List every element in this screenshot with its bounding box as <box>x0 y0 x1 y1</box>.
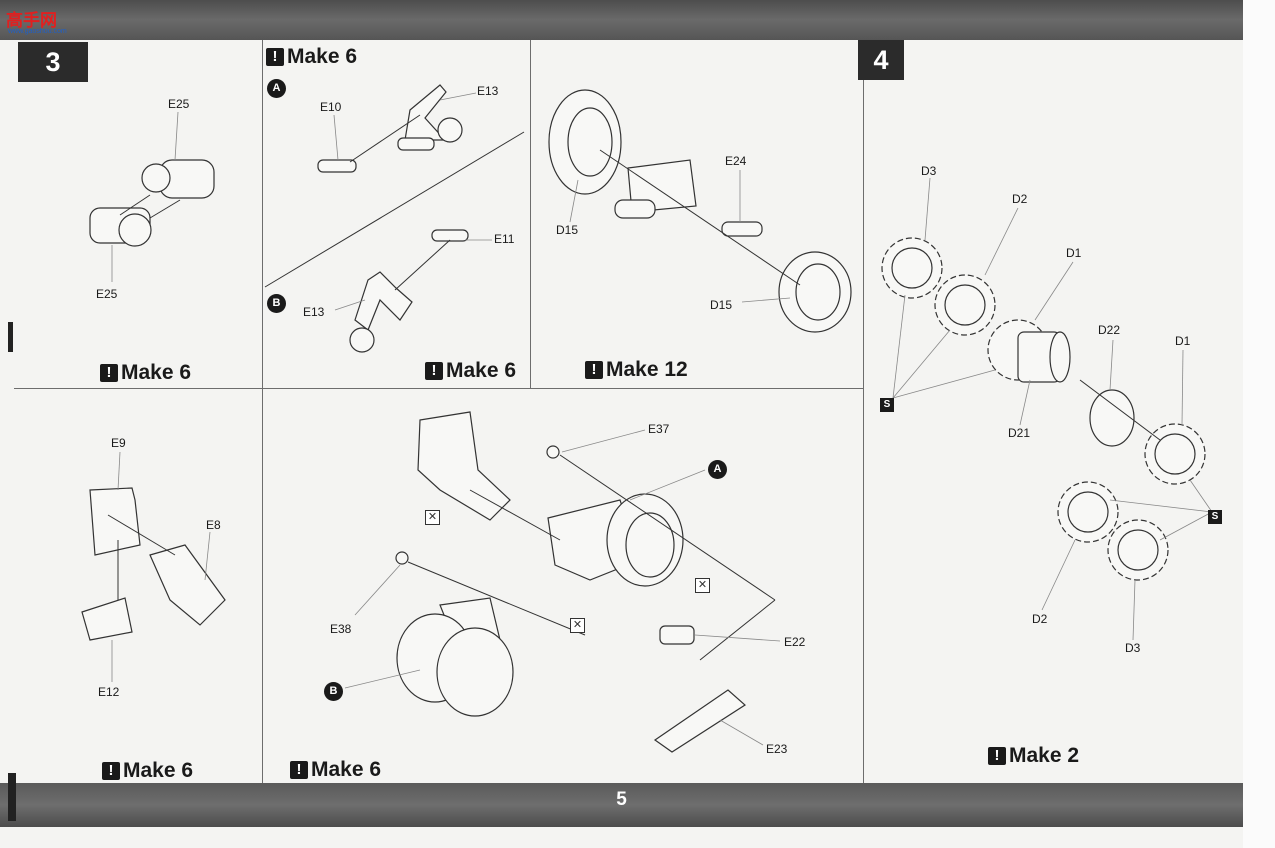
page-edge <box>1243 0 1275 848</box>
part-label: E12 <box>98 685 120 699</box>
part-label: D1 <box>1066 246 1082 260</box>
part-label: E24 <box>725 154 747 168</box>
attention-icon: ! <box>988 747 1006 765</box>
page-number: 5 <box>616 789 627 810</box>
step-number: 4 <box>858 40 904 80</box>
make-count-label: !Make 12 <box>585 358 688 382</box>
part-label: D15 <box>710 298 733 312</box>
part-label: E22 <box>784 635 806 649</box>
part-label: E37 <box>648 422 670 436</box>
top-band <box>0 0 1243 40</box>
part-d15-e24-assembly <box>548 89 852 333</box>
part-label: E9 <box>111 436 126 450</box>
part-label: D22 <box>1098 323 1121 337</box>
part-label: D3 <box>921 164 937 178</box>
sub-assembly-marker-b: B <box>267 294 286 313</box>
part-label: D2 <box>1012 192 1028 206</box>
no-glue-icon: ✕ <box>570 618 585 633</box>
sub-assembly-marker-b: B <box>324 682 343 701</box>
panel-divider <box>262 40 263 783</box>
panel-divider <box>14 388 864 389</box>
part-label: D2 <box>1032 612 1048 626</box>
part-e10-e13-a <box>317 84 477 173</box>
part-label: D21 <box>1008 426 1031 440</box>
watermark-logo: 高手网 <box>6 11 57 30</box>
sub-assembly-marker-a: A <box>267 79 286 98</box>
part-sprocket-assembly <box>881 177 1213 641</box>
part-e25-assembly <box>89 111 215 282</box>
make-count-label: !Make 6 <box>100 361 191 385</box>
part-e11-e13-b <box>334 229 492 353</box>
panel-divider <box>863 40 864 783</box>
part-label: E13 <box>303 305 325 319</box>
bottom-band <box>0 783 1243 827</box>
part-label: E11 <box>494 232 515 246</box>
no-glue-icon: ✕ <box>425 510 440 525</box>
margin-mark <box>8 773 16 821</box>
watermark-url: www.gaoshou.com <box>8 28 67 35</box>
attention-icon: ! <box>290 761 308 779</box>
attention-icon: ! <box>102 762 120 780</box>
s-marker-icon: S <box>1208 510 1222 524</box>
part-label: E25 <box>96 287 118 301</box>
part-label: E23 <box>766 742 788 756</box>
panel-divider <box>530 40 531 388</box>
attention-icon: ! <box>425 362 443 380</box>
make-count-label: !Make 6 <box>425 359 516 383</box>
part-label: E10 <box>320 100 342 114</box>
margin-mark <box>8 322 13 352</box>
attention-icon: ! <box>585 361 603 379</box>
part-label: D15 <box>556 223 579 237</box>
attention-icon: ! <box>266 48 284 66</box>
part-label: D1 <box>1175 334 1191 348</box>
part-label: E25 <box>168 97 190 111</box>
sub-assembly-marker-a: A <box>708 460 727 479</box>
attention-icon: ! <box>100 364 118 382</box>
make-count-label: !Make 6 <box>290 758 381 782</box>
make-count-label: !Make 2 <box>988 744 1079 768</box>
part-label: E8 <box>206 518 221 532</box>
part-e9-e8-e12-assembly <box>81 451 226 682</box>
part-large-assembly <box>344 411 781 753</box>
step-number: 3 <box>18 42 88 82</box>
make-count-label: !Make 6 <box>266 45 357 69</box>
no-glue-icon: ✕ <box>695 578 710 593</box>
part-label: D3 <box>1125 641 1141 655</box>
s-marker-icon: S <box>880 398 894 412</box>
part-label: E38 <box>330 622 352 636</box>
part-label: E13 <box>477 84 499 98</box>
make-count-label: !Make 6 <box>102 759 193 783</box>
